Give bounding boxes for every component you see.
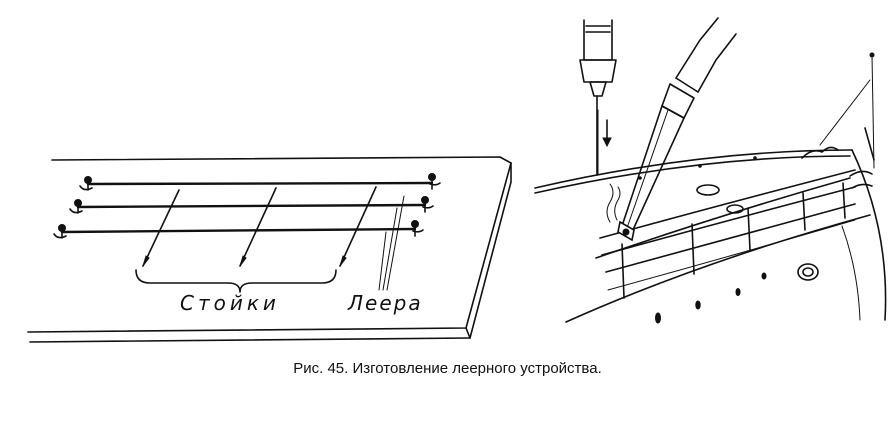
bow-fittings <box>801 52 875 189</box>
pins-right <box>411 173 441 237</box>
figure-caption: Рис. 45. Изготовление леерного устройств… <box>293 360 602 377</box>
rails <box>60 181 434 234</box>
board <box>27 156 512 343</box>
portholes <box>655 184 819 324</box>
left-illustration: Стойки Леера <box>27 156 512 343</box>
label-leera: Леера <box>347 291 423 315</box>
label-stoyki: Стойки <box>180 291 280 315</box>
soldering-iron <box>617 17 737 242</box>
stanchions <box>142 186 377 267</box>
awl-tool <box>579 19 617 176</box>
brace-stoyki <box>135 269 337 293</box>
pointer-lines-leera <box>378 195 405 291</box>
right-illustration <box>534 17 887 324</box>
solder-smoke <box>606 183 621 223</box>
pins-left <box>53 176 93 239</box>
